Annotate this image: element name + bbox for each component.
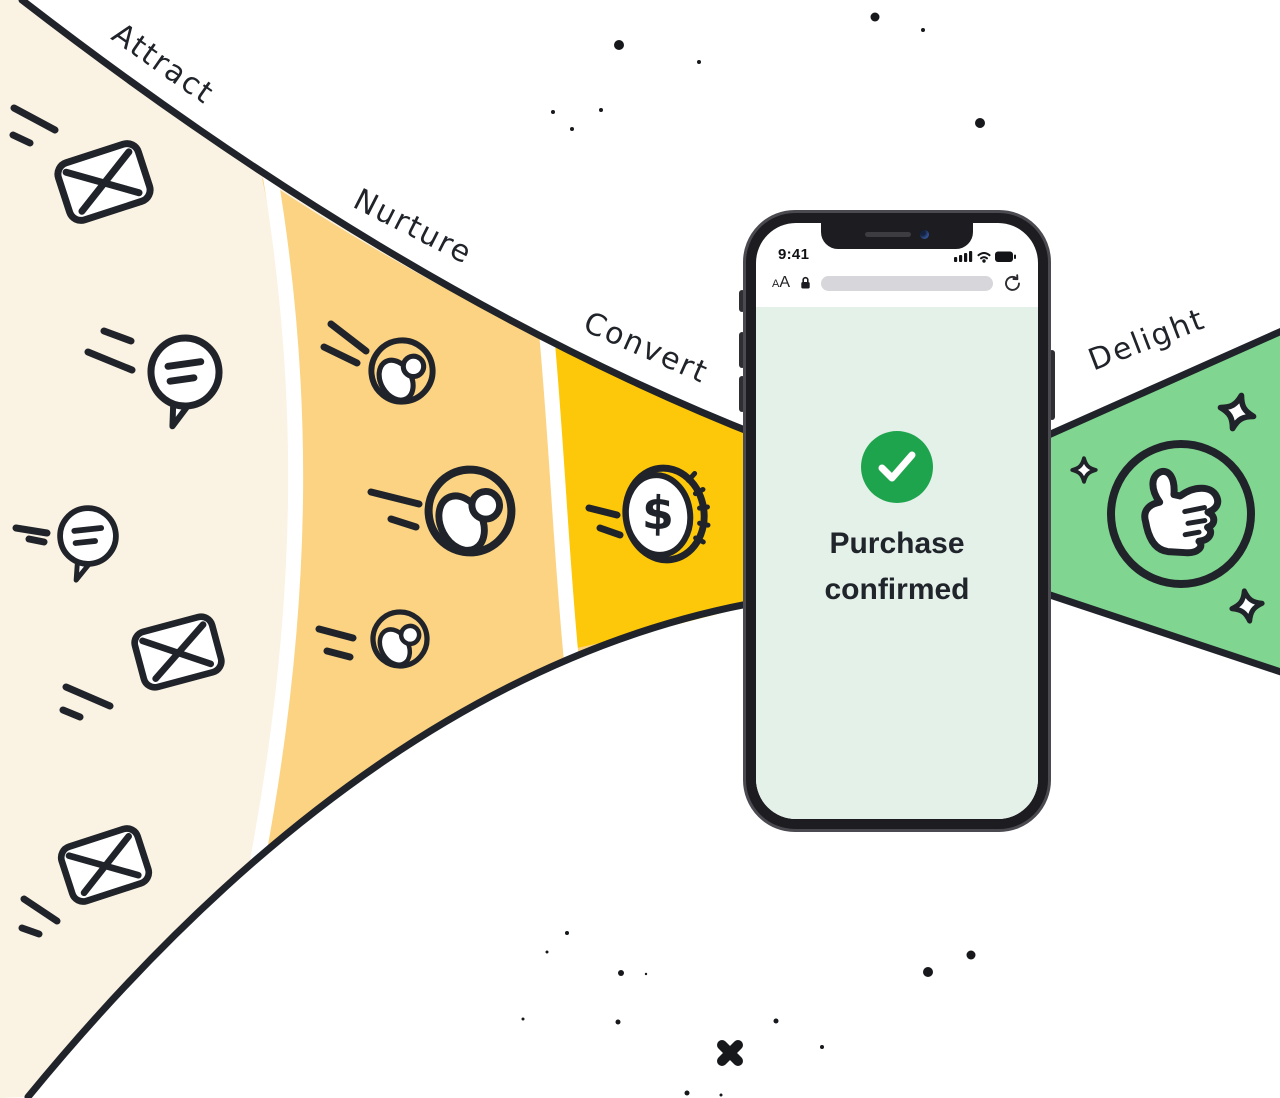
wifi-dot [982, 259, 986, 263]
phone-screen: 9:41 [756, 223, 1038, 819]
motion-lines [9, 104, 624, 938]
wifi-icon [977, 252, 991, 260]
speaker-slot [865, 232, 911, 237]
dollar-coin-icon: $ [622, 464, 711, 564]
status-icons [954, 251, 1016, 263]
signal-icon [954, 251, 973, 262]
thumbs-up-icon [1107, 440, 1255, 588]
delight-band-edges [1040, 327, 1280, 676]
phone-power-button [1049, 350, 1055, 420]
decorative-cross [717, 1040, 743, 1066]
battery-icon [995, 251, 1016, 262]
funnel-bottom-outline [24, 596, 774, 1098]
phone-mute-switch [739, 290, 745, 312]
webpage-content: Purchase confirmed [756, 307, 1038, 819]
phone-mockup: 9:41 [739, 210, 1055, 832]
lock-icon [801, 276, 810, 289]
stage-divider [539, 330, 579, 664]
checkmark-icon [878, 451, 916, 482]
funnel-top-outline [18, 0, 774, 444]
status-bar: 9:41 [756, 223, 1038, 263]
purchase-confirmed-message: Purchase confirmed [824, 527, 970, 606]
phone-volume-up-button [739, 332, 745, 368]
phone-notch [821, 223, 973, 249]
browser-toolbar: AA [756, 263, 1038, 307]
url-field[interactable] [821, 275, 993, 291]
reader-text-size-button[interactable]: AA [772, 274, 791, 291]
reload-button[interactable] [1003, 273, 1022, 293]
phone-volume-down-button [739, 376, 745, 412]
success-check-badge [861, 431, 933, 503]
decorative-dots [521, 12, 985, 1097]
front-camera [920, 230, 929, 239]
status-time: 9:41 [778, 246, 810, 263]
stage-divider [250, 166, 304, 866]
dollar-symbol: $ [642, 486, 675, 541]
